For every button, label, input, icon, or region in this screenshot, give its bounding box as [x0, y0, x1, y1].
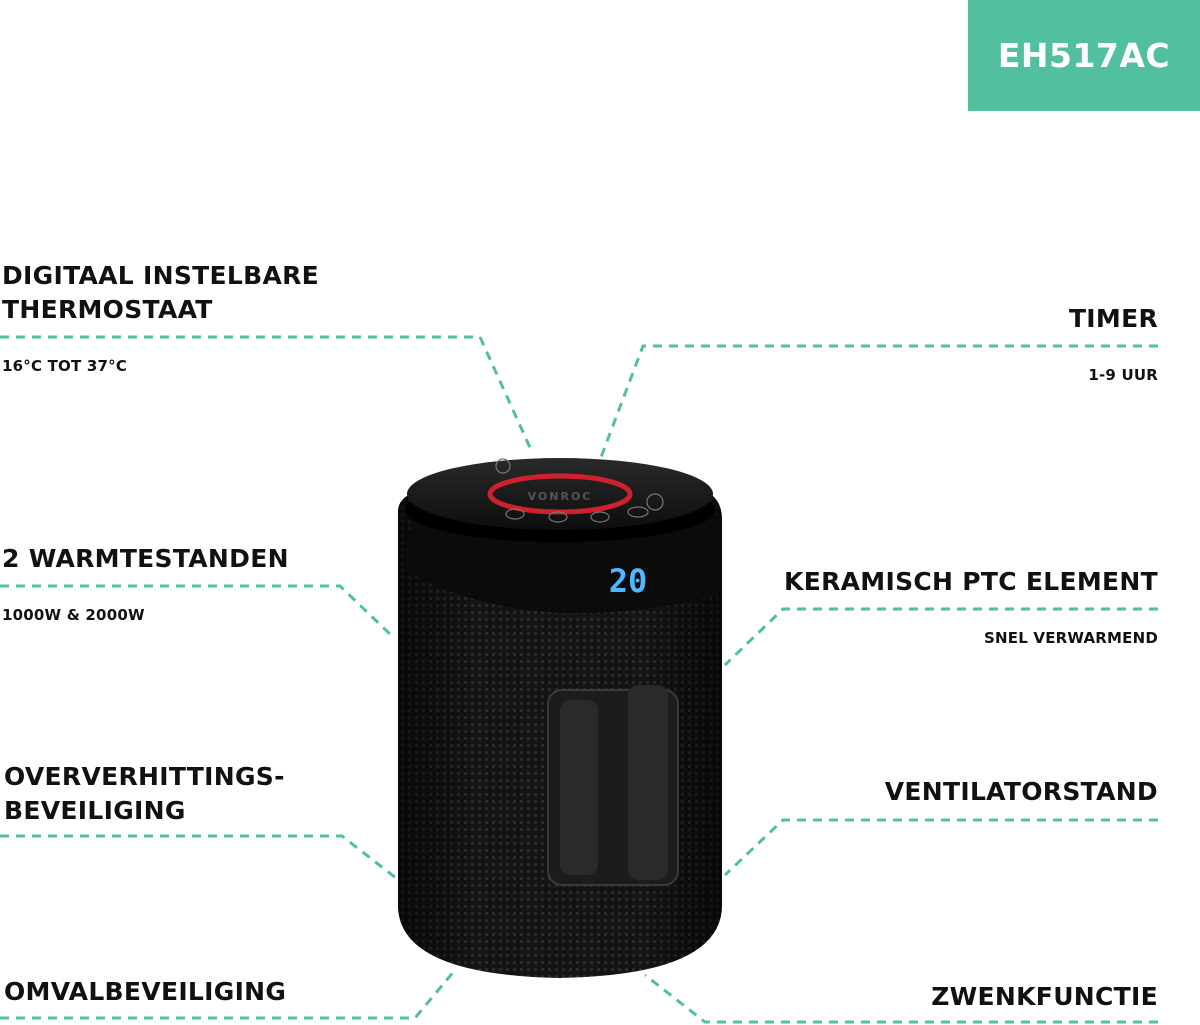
fan-title: VENTILATORSTAND — [884, 777, 1158, 806]
ceramic-leader — [723, 607, 1158, 667]
plus-icon — [646, 493, 664, 511]
overheat-title-line2: BEVEILIGING — [4, 796, 186, 825]
thermostat-title-line1: DIGITAAL INSTELBARE — [2, 261, 320, 290]
swivel-leader — [644, 973, 1158, 1024]
model-badge: EH517AC — [968, 0, 1200, 111]
temperature-display: 20 — [609, 562, 648, 600]
ceramic-detail: SNEL VERWARMEND — [984, 629, 1158, 647]
brand-logo: VONROC — [528, 490, 593, 503]
heat-settings-detail: 1000W & 2000W — [2, 606, 145, 624]
heat-settings-title: 2 WARMTESTANDEN — [2, 544, 289, 573]
tip-over-leader — [0, 969, 457, 1020]
fan-leader — [723, 818, 1158, 877]
fan-icon — [548, 511, 568, 523]
timer-leader — [598, 344, 1158, 461]
overheat-leader — [0, 834, 397, 880]
thermostat-detail: 16°C TOT 37°C — [2, 357, 128, 375]
swivel-title: ZWENKFUNCTIE — [931, 982, 1158, 1011]
timer-detail: 1-9 UUR — [1088, 366, 1158, 384]
thermostat-title-line2: THERMOSTAAT — [2, 295, 213, 324]
timer-icon — [590, 511, 610, 523]
heat-settings-leader — [0, 584, 394, 638]
thermostat-leader — [0, 335, 534, 453]
overheat-title-line1: OVERVERHITTINGS- — [4, 762, 285, 791]
timer-title: TIMER — [1068, 304, 1158, 333]
swivel-icon — [505, 508, 525, 520]
ceramic-title: KERAMISCH PTC ELEMENT — [784, 567, 1158, 596]
heater-body — [398, 488, 722, 978]
tip-over-title: OMVALBEVEILIGING — [4, 977, 287, 1006]
mode-icon — [627, 506, 649, 518]
control-top: VONROC — [405, 458, 715, 542]
power-icon — [495, 458, 511, 474]
